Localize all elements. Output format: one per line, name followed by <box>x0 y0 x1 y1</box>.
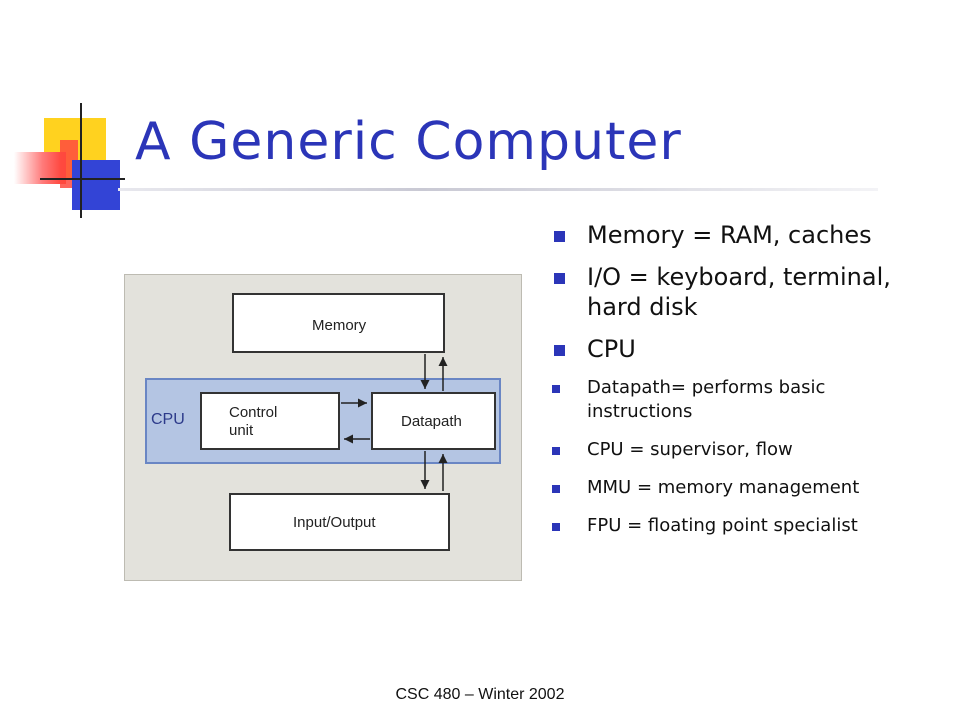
memory-label: Memory <box>312 317 367 334</box>
bullet-item: Memory = RAM, caches <box>552 220 912 250</box>
square-bullet-icon <box>554 231 565 242</box>
title-underline <box>118 188 878 191</box>
slide-footer: CSC 480 – Winter 2002 <box>395 686 565 703</box>
bullet-text: Memory = RAM, caches <box>587 221 872 249</box>
input-output-box: Input/Output <box>229 493 450 551</box>
input-output-label: Input/Output <box>293 514 376 531</box>
bullet-list: Memory = RAM, caches I/O = keyboard, ter… <box>552 220 912 552</box>
datapath-label: Datapath <box>401 413 462 430</box>
sub-bullet-text: CPU = supervisor, flow <box>587 439 793 460</box>
bullet-item: I/O = keyboard, terminal, hard disk <box>552 262 912 322</box>
cpu-region-label: CPU <box>151 411 185 428</box>
square-bullet-icon <box>552 385 560 393</box>
square-bullet-icon <box>554 345 565 356</box>
sub-bullet-item: MMU = memory management <box>552 476 912 500</box>
bullet-item: CPU <box>552 334 912 364</box>
square-bullet-icon <box>552 447 560 455</box>
sub-bullet-text: MMU = memory management <box>587 477 860 498</box>
computer-diagram: CPU Memory Control unit Datapath Input/O… <box>124 274 522 581</box>
datapath-box: Datapath <box>371 392 496 450</box>
sub-bullet-item: FPU = floating point specialist <box>552 514 912 538</box>
square-bullet-icon <box>552 523 560 531</box>
square-bullet-icon <box>554 273 565 284</box>
diagram-arrows <box>341 354 448 491</box>
sub-bullet-item: CPU = supervisor, flow <box>552 438 912 462</box>
sub-bullet-text: Datapath= performs basic instructions <box>587 377 826 422</box>
control-label-line1: Control <box>229 404 278 421</box>
logo-vertical-line <box>80 103 82 218</box>
memory-box: Memory <box>232 293 445 353</box>
control-unit-box: Control unit <box>200 392 340 450</box>
sub-bullet-text: FPU = floating point specialist <box>587 515 858 536</box>
logo-horizontal-line <box>40 178 125 180</box>
bullet-text: CPU <box>587 335 636 363</box>
sub-bullet-list: Datapath= performs basic instructions CP… <box>510 376 912 538</box>
sub-bullet-item: Datapath= performs basic instructions <box>552 376 912 424</box>
bullet-text: I/O = keyboard, terminal, hard disk <box>587 263 891 321</box>
control-label-line2: unit <box>229 422 254 439</box>
slide-title: A Generic Computer <box>135 112 682 172</box>
square-bullet-icon <box>552 485 560 493</box>
